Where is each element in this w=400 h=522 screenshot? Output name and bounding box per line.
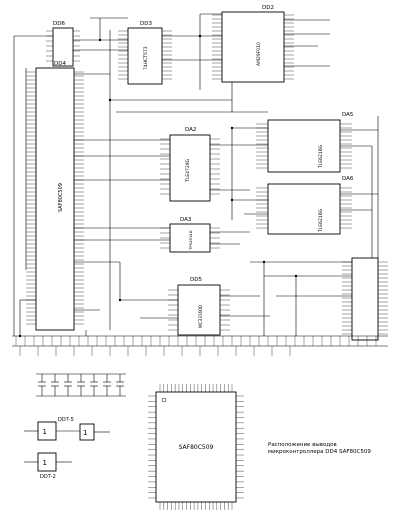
gate-dd7-2: 1 DD7-2 xyxy=(24,452,72,480)
chip-dd4-ref: DD4 xyxy=(54,61,66,67)
chip-dd3-part: 74HCT573 xyxy=(143,46,149,70)
capacitor-row xyxy=(36,373,126,397)
svg-text:1: 1 xyxy=(43,459,47,467)
chip-da2-part: TLE4729G xyxy=(185,158,191,183)
pinout-caption-line2: микроконтроллера DD4 SAF80C509 xyxy=(268,449,371,455)
chip-dd6: DD6 xyxy=(52,21,74,67)
chip-da5-ref: DA5 xyxy=(342,112,354,118)
svg-text:1: 1 xyxy=(83,429,87,437)
chip-dd6-ref: DD6 xyxy=(53,21,65,27)
chip-dd3-ref: DD3 xyxy=(140,21,152,27)
chip-da2-ref: DA2 xyxy=(185,127,196,133)
chip-dd3: DD3 74HCT573 xyxy=(127,21,163,85)
chip-dd5: DD5 MC33160D xyxy=(177,277,221,336)
chip-dd4: DD4 SAF80C509 xyxy=(35,61,75,331)
chip-dd2-part: AM29F010 xyxy=(256,42,262,66)
chip-dd5-ref: DD5 xyxy=(190,277,202,283)
chip-da3-part: TPS2814D xyxy=(188,230,193,251)
pinout-caption-line1: Расположение выводов xyxy=(268,442,337,448)
chip-da5-part: TLE6216G xyxy=(318,144,324,169)
gate-dd7-5: 1 DD7-5 xyxy=(24,417,80,441)
chip-dd2-ref: DD2 xyxy=(262,5,274,11)
pinout-saf80c509: SAF80C509 xyxy=(148,384,244,510)
chip-da2: DA2 TLE4729G xyxy=(169,127,211,202)
chip-da6-part: TLE6216G xyxy=(318,208,324,233)
connector-block xyxy=(351,257,379,341)
gate-dd7-x: 1 xyxy=(79,423,110,441)
chip-da6-ref: DA6 xyxy=(342,176,354,182)
chip-da6: DA6 TLE6216G xyxy=(267,176,354,235)
gate-dd7-2-ref: DD7-2 xyxy=(40,474,56,480)
svg-text:1: 1 xyxy=(43,428,47,436)
junctions xyxy=(18,34,298,338)
bottom-bus xyxy=(12,335,388,356)
chip-da3-ref: DA3 xyxy=(180,217,192,223)
chip-dd5-part: MC33160D xyxy=(198,305,203,328)
chip-da5: DA5 TLE6216G xyxy=(267,112,354,173)
wiring xyxy=(13,13,379,336)
chip-dd2: DD2 AM29F010 xyxy=(221,5,285,83)
chip-dd4-part: SAF80C509 xyxy=(58,183,64,212)
pinout-part-label: SAF80C509 xyxy=(179,444,214,451)
gate-dd7-5-ref: DD7-5 xyxy=(58,417,74,423)
